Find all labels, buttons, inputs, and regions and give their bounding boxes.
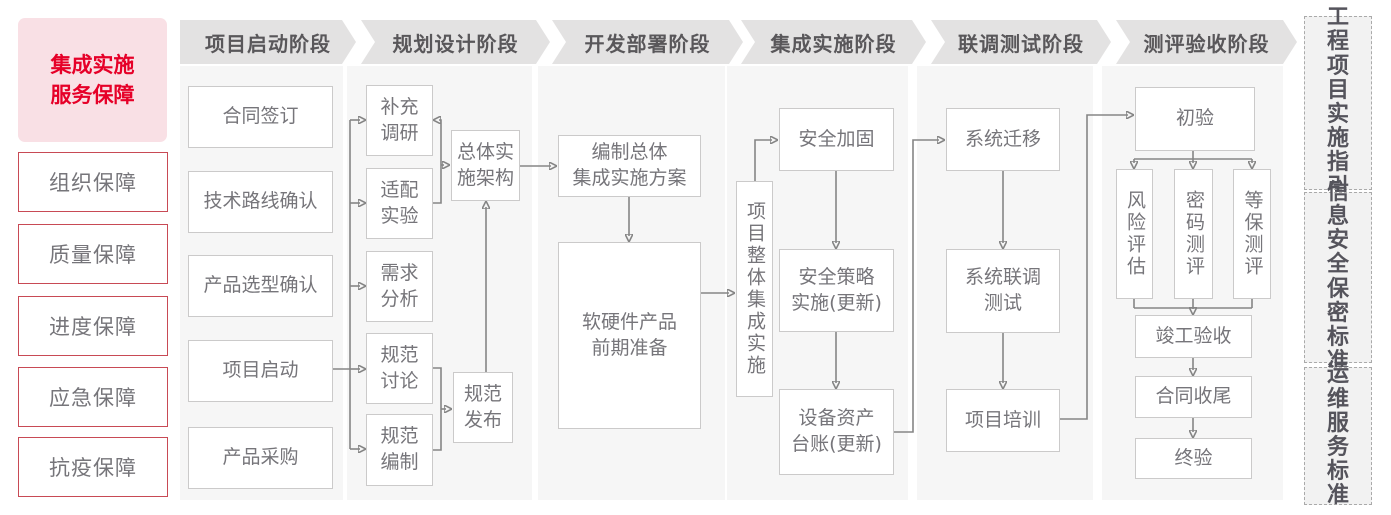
node-security-hardening: 安全加固	[779, 108, 894, 171]
phase-header-joint-test: 联调测试阶段	[931, 20, 1111, 64]
phase-header-dev-deploy: 开发部署阶段	[552, 20, 743, 64]
node-requirement-analysis: 需求 分析	[366, 251, 433, 322]
sidebar-item-emergency-guarantee: 应急保障	[18, 367, 168, 427]
phase-header-integration-impl: 集成实施阶段	[741, 20, 926, 64]
node-project-overall-integration: 项目整体集成实施	[736, 181, 773, 397]
node-product-procurement: 产品采购	[188, 427, 333, 489]
node-spec-discussion: 规范 讨论	[366, 333, 433, 404]
standard-infosec-confidentiality: 信息 安全 保密 标准	[1304, 180, 1372, 374]
node-mlps-testing: 等保测评	[1233, 169, 1271, 299]
sidebar-item-org-guarantee: 组织保障	[18, 152, 168, 212]
node-asset-ledger-update: 设备资产 台账(更新)	[779, 389, 894, 475]
standard-om-service: 运维 服务 标准	[1304, 363, 1372, 508]
node-contract-signing: 合同签订	[188, 86, 333, 148]
node-completion-acceptance: 竣工验收	[1135, 315, 1252, 358]
node-security-policy-impl: 安全策略 实施(更新)	[779, 249, 894, 332]
node-project-training: 项目培训	[946, 389, 1060, 452]
node-spec-drafting: 规范 编制	[366, 414, 433, 486]
sidebar-title: 集成实施 服务保障	[18, 18, 167, 142]
node-product-selection-confirm: 产品选型确认	[188, 255, 333, 317]
node-overall-impl-architecture: 总体实 施架构	[451, 130, 520, 201]
node-contract-closure: 合同收尾	[1135, 376, 1252, 418]
node-overall-integration-plan: 编制总体 集成实施方案	[558, 135, 701, 197]
node-supplementary-research: 补充 调研	[366, 85, 433, 156]
node-adaptation-test: 适配 实验	[366, 168, 433, 239]
node-spec-release: 规范 发布	[453, 372, 513, 443]
node-crypto-testing: 密码测评	[1174, 169, 1213, 299]
sidebar-item-quality-guarantee: 质量保障	[18, 224, 168, 284]
sidebar-item-schedule-guarantee: 进度保障	[18, 296, 168, 356]
node-hw-sw-preparation: 软硬件产品 前期准备	[558, 242, 701, 429]
node-initial-acceptance: 初验	[1135, 87, 1255, 151]
node-risk-assessment: 风险评估	[1116, 169, 1153, 299]
node-system-migration: 系统迁移	[946, 108, 1060, 171]
phase-header-planning-design: 规划设计阶段	[361, 20, 550, 64]
phase-header-eval-acceptance: 测评验收阶段	[1116, 20, 1297, 64]
phase-header-project-kickoff: 项目启动阶段	[180, 20, 356, 64]
node-project-kickoff: 项目启动	[188, 340, 333, 402]
node-tech-route-confirm: 技术路线确认	[188, 171, 333, 233]
sidebar-item-anti-epidemic-guarantee: 抗疫保障	[18, 437, 168, 497]
node-final-acceptance: 终验	[1135, 438, 1252, 479]
node-joint-debugging-test: 系统联调 测试	[946, 249, 1060, 333]
standard-project-implementation-guide: 工程 项目 实施 指引	[1304, 6, 1372, 199]
